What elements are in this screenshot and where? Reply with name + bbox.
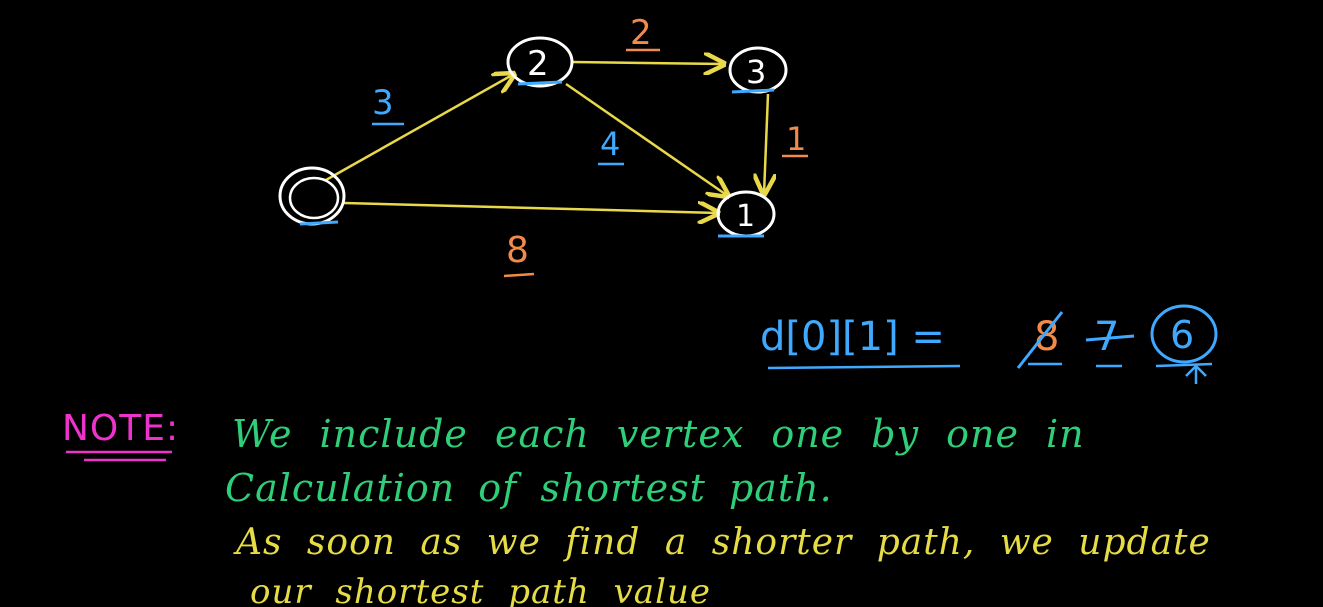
edge-0-1 — [343, 203, 718, 213]
distance-label-underline — [767, 364, 961, 370]
distance-final-value: 6 — [1170, 313, 1194, 357]
edge-2-1 — [565, 82, 728, 196]
node-3-label: 3 — [746, 53, 766, 91]
distance-final-arrow — [1185, 364, 1207, 384]
distance-value-7-strike — [1085, 334, 1135, 342]
node-0-underline — [299, 220, 339, 226]
edge-2-3 — [571, 62, 724, 64]
graph-edges — [325, 62, 768, 213]
node-1: 1 — [716, 190, 776, 238]
note-line-2: Calculation of shortest path. — [225, 466, 833, 510]
distance-expression: d[0][1] = 8 7 6 — [760, 304, 1218, 384]
note-line-3: As soon as we find a shorter path, we up… — [236, 522, 1211, 563]
edge-3-1 — [764, 93, 768, 194]
note-label: NOTE: — [62, 408, 180, 449]
distance-final-underline — [1155, 362, 1213, 368]
edge-weight-0-2: 3 — [372, 83, 394, 123]
note-line-1: We include each vertex one by one in — [232, 412, 1085, 456]
distance-final-circle — [1150, 304, 1218, 364]
node-2-underline — [517, 80, 563, 86]
node-2-circle — [506, 36, 574, 88]
graph-nodes: 2 3 1 — [278, 36, 788, 238]
node-1-label: 1 — [736, 199, 755, 234]
edge-weight-0-1-underline — [503, 272, 535, 278]
note-underlines — [66, 450, 172, 462]
distance-label: d[0][1] = — [760, 314, 945, 360]
edge-weight-2-1: 4 — [600, 125, 620, 163]
edge-0-2 — [325, 74, 514, 182]
edge-weights: 3 2 4 1 8 — [372, 13, 808, 278]
node-0 — [278, 166, 346, 226]
node-2-label: 2 — [527, 44, 549, 84]
distance-value-8-strike — [1016, 311, 1064, 369]
edge-weight-2-3: 2 — [630, 13, 652, 53]
node-0-inner — [288, 176, 340, 220]
node-3: 3 — [728, 46, 788, 94]
edge-weight-3-1: 1 — [786, 120, 806, 158]
note-line-4: our shortest path value — [250, 572, 711, 607]
node-3-underline — [731, 88, 775, 94]
node-2: 2 — [506, 36, 574, 88]
edge-weight-0-1: 8 — [506, 230, 529, 271]
